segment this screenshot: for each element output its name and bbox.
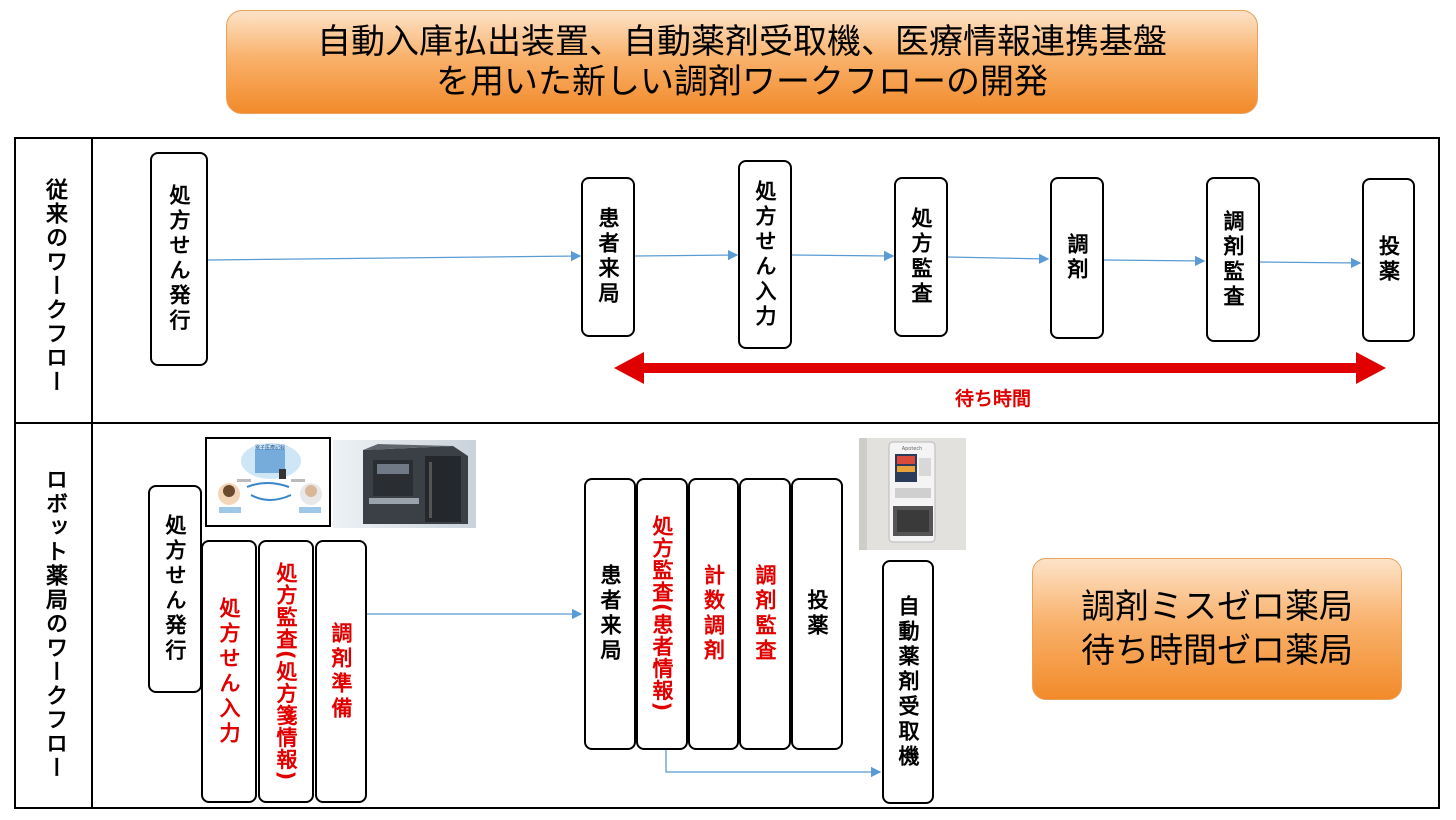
workflow-table	[14, 137, 1440, 809]
step-prescription-audit: 処方監査	[894, 177, 948, 337]
robot-step-prescription-issue: 処方せん発行	[148, 485, 202, 693]
auto-pickup-kiosk-photo: Apotech	[859, 438, 966, 550]
title-banner: 自動入庫払出装置、自動薬剤受取機、医療情報連携基盤 を用いた新しい調剤ワークフロ…	[226, 10, 1258, 114]
step-prescription-issue: 処方せん発行	[150, 152, 208, 366]
step-dispensing: 調剤	[1050, 177, 1104, 339]
title-line-2: を用いた新しい調剤ワークフローの開発	[436, 62, 1048, 102]
zero-goal-banner: 調剤ミスゼロ薬局 待ち時間ゼロ薬局	[1032, 558, 1402, 700]
title-line-1: 自動入庫払出装置、自動薬剤受取機、医療情報連携基盤	[317, 22, 1167, 62]
robot-step-audit-patient-info: 処方監査(患者情報)	[636, 478, 688, 750]
emr-network-illustration: 電子医療記録	[205, 437, 331, 527]
row-label-conventional: 従来のワークフロー	[42, 178, 67, 394]
robot-step-audit-prescription-info: 処方監査(処方箋情報)	[258, 540, 314, 803]
kiosk-brand: Apotech	[902, 446, 923, 452]
step-patient-arrival: 患者来局	[581, 177, 635, 337]
robot-step-count-dispensing: 計数調剤	[688, 478, 739, 750]
auto-storage-machine-photo	[333, 440, 476, 528]
step-dispensing-audit: 調剤監査	[1206, 177, 1260, 342]
robot-step-patient-arrival: 患者来局	[584, 478, 636, 750]
zero-goal-line-2: 待ち時間ゼロ薬局	[1081, 631, 1353, 671]
emr-label: 電子医療記録	[255, 444, 285, 451]
label-column-divider	[91, 137, 93, 809]
step-prescription-input: 処方せん入力	[738, 160, 792, 349]
robot-step-dispensing-audit: 調剤監査	[739, 478, 791, 750]
waiting-time-label: 待ち時間	[955, 388, 1032, 410]
zero-goal-line-1: 調剤ミスゼロ薬局	[1081, 587, 1353, 627]
row-label-robot: ロボット薬局のワークフロー	[42, 468, 67, 780]
robot-step-medication: 投薬	[791, 478, 843, 750]
robot-step-dispensing-prep: 調剤準備	[315, 540, 367, 803]
step-medication: 投薬	[1362, 178, 1415, 342]
robot-step-prescription-input: 処方せん入力	[201, 540, 257, 803]
row-divider	[14, 422, 1440, 424]
robot-step-auto-pickup-machine: 自動薬剤受取機	[882, 560, 934, 804]
